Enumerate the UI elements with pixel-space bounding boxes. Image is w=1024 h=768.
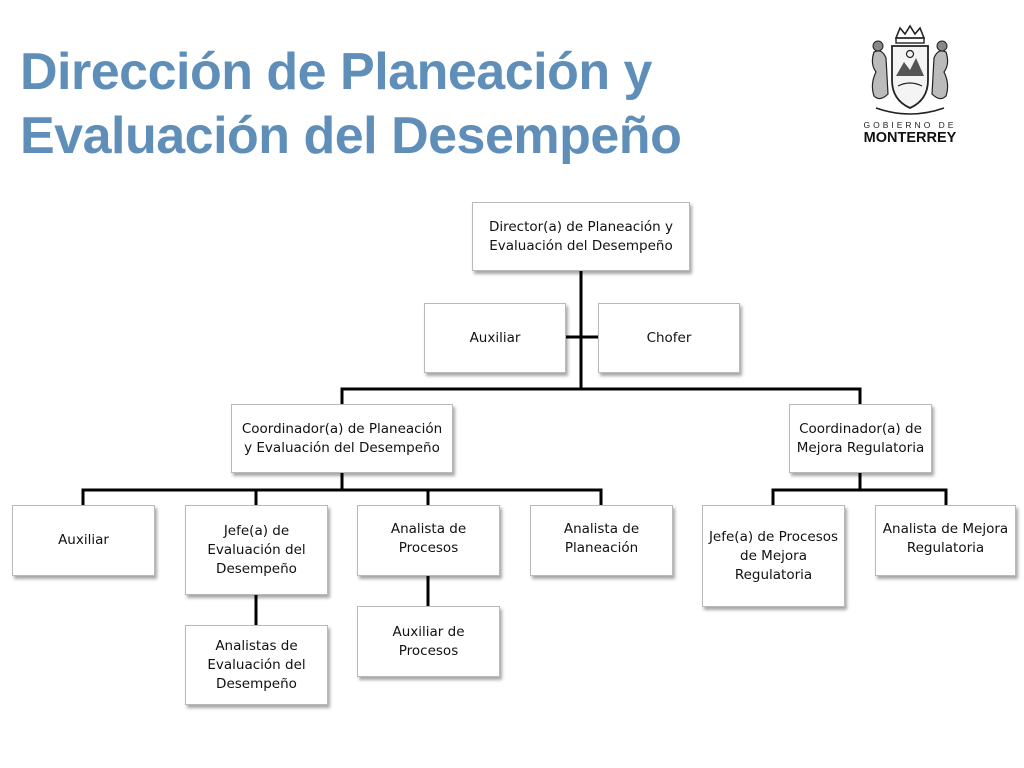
box-auxiliar-coord: Auxiliar: [12, 505, 155, 576]
coat-of-arms-icon: [871, 24, 949, 115]
box-auxiliar-procesos: Auxiliar de Procesos: [357, 606, 500, 677]
box-auxiliar-director: Auxiliar: [424, 303, 566, 373]
logo-text-monterrey: MONTERREY: [863, 130, 957, 146]
box-coord-mejora: Coordinador(a) de Mejora Regulatoria: [789, 404, 932, 473]
box-chofer: Chofer: [598, 303, 740, 373]
box-coord-planeacion: Coordinador(a) de Planeación y Evaluació…: [231, 404, 453, 473]
gobierno-monterrey-logo: GOBIERNO DE MONTERREY: [852, 24, 968, 154]
box-jefe-procesos-mejora: Jefe(a) de Procesos de Mejora Regulatori…: [702, 505, 845, 607]
page-title-line-1: Dirección de Planeación y: [20, 43, 652, 101]
logo-text-gobierno: GOBIERNO DE: [863, 120, 957, 130]
box-director: Director(a) de Planeación y Evaluación d…: [472, 202, 690, 271]
box-analista-mejora: Analista de Mejora Regulatoria: [875, 505, 1016, 576]
box-analista-procesos: Analista de Procesos: [357, 505, 500, 576]
box-analistas-evaluacion: Analistas de Evaluación del Desempeño: [185, 625, 328, 705]
page-title: Dirección de Planeación y Evaluación del…: [20, 40, 682, 168]
box-analista-planeacion: Analista de Planeación: [530, 505, 673, 576]
box-jefe-evaluacion: Jefe(a) de Evaluación del Desempeño: [185, 505, 328, 595]
page-title-line-2: Evaluación del Desempeño: [20, 107, 682, 165]
